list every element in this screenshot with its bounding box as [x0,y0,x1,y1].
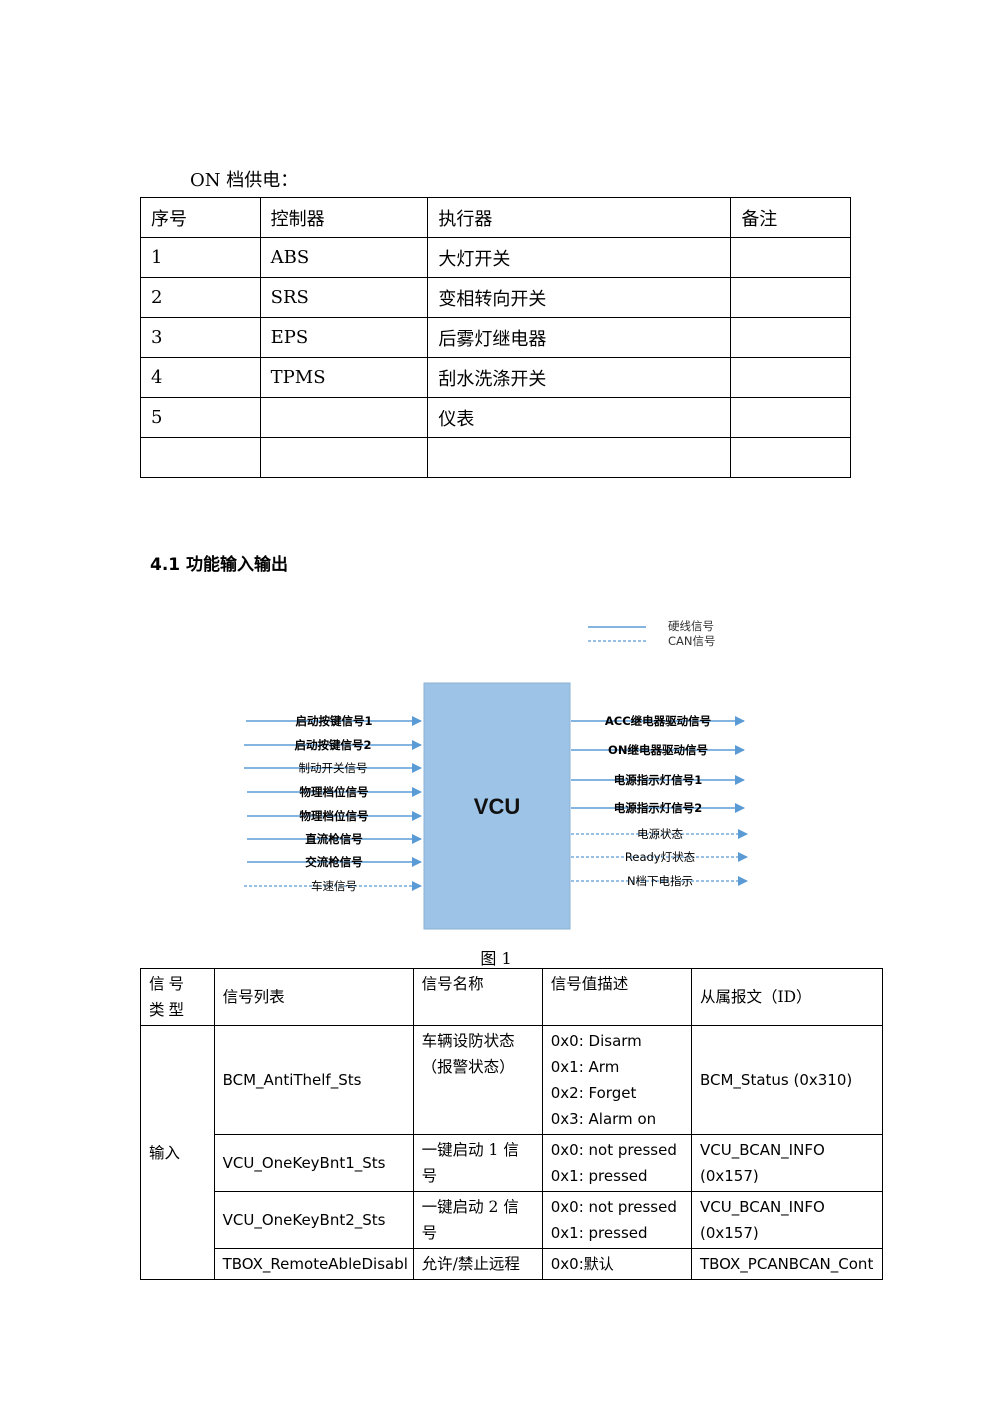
value-line: 0x3: Alarm on [550,1110,657,1128]
value-line: 0x1: pressed [550,1224,648,1242]
output-label: 电源指示灯信号1 [614,773,703,787]
signal-name-cell: 允许/禁止远程 [412,1248,543,1280]
value-line: 0x2: Forget [550,1084,637,1102]
value-line: 0x0: Disarm [550,1032,642,1050]
value-line: 0x0: not pressed [550,1198,677,1216]
vcu-io-diagram: 硬线信号 CAN信号 VCU 启动按键信号1 启动按键信号2 制动开关信号 物理… [244,619,748,930]
input-label: 制动开关信号 [299,761,368,775]
table-cell: 3 [140,317,261,358]
figure-caption: 图 1 [480,949,512,968]
header-cell: 控制器 [259,197,429,238]
value-line: 0x0:默认 [550,1255,614,1273]
table-cell: EPS [259,317,429,358]
table-row [140,437,851,478]
input-label: 车速信号 [311,879,357,893]
signal-values-cell: 0x0: not pressed 0x1: pressed [541,1134,692,1192]
table-row: 4 TPMS 刮水洗涤开关 [140,357,851,398]
table-cell: 5 [140,397,261,438]
input-label: 启动按键信号1 [295,714,372,728]
table-cell [730,357,851,398]
header-cell: 从属报文（ID） [690,968,884,1026]
vcu-block [423,682,571,930]
signal-list-cell: TBOX_RemoteAbleDisabl [213,1248,414,1280]
table-cell [730,237,851,278]
table-cell: 仪表 [427,397,732,438]
signal-list-cell: BCM_AntiThelf_Sts [213,1025,414,1135]
value-line: 0x1: Arm [550,1058,620,1076]
output-label: Ready灯状态 [625,850,696,864]
table-cell: SRS [259,277,429,318]
table-cell [140,437,261,478]
signal-name-cell: 一键启动 2 信号 [412,1191,543,1249]
header-cell: 信号类型 [140,968,215,1026]
section-heading: 4.1 功能输入输出 [150,555,289,575]
signal-list-cell: VCU_OneKeyBnt2_Sts [213,1191,414,1249]
table-cell [730,397,851,438]
output-signals: ACC继电器驱动信号 ON继电器驱动信号 电源指示灯信号1 电源指示灯信号2 电… [571,714,748,888]
message-cell: VCU_BCAN_INFO (0x157) [690,1134,884,1192]
table-row: VCU_OneKeyBnt1_Sts 一键启动 1 信号 0x0: not pr… [141,1134,884,1192]
input-label: 直流枪信号 [305,832,363,846]
power-supply-table: 序号 控制器 执行器 备注 1 ABS 大灯开关 2 SRS 变相转向开关 3 … [140,197,851,478]
table-cell [730,317,851,358]
message-cell: BCM_Status (0x310) [690,1025,884,1135]
intro-text: ON 档供电： [190,170,299,191]
message-cell: TBOX_PCANBCAN_Cont [690,1248,884,1280]
signal-values-cell: 0x0: Disarm 0x1: Arm 0x2: Forget 0x3: Al… [541,1025,692,1135]
table-cell [427,437,732,478]
output-label: ON继电器驱动信号 [608,743,708,757]
table-cell: 大灯开关 [427,237,732,278]
input-label: 物理档位信号 [300,809,369,823]
output-label: N档下电指示 [627,874,693,888]
signal-values-cell: 0x0: not pressed 0x1: pressed [541,1191,692,1249]
header-cell: 序号 [140,197,261,238]
signal-table: 信号类型 信号列表 信号名称 信号值描述 从属报文（ID） 输入 BCM_Ant… [140,968,884,1280]
table-header-row: 信号类型 信号列表 信号名称 信号值描述 从属报文（ID） [140,968,884,1026]
table-cell: 刮水洗涤开关 [427,357,732,398]
legend-hardwire-label: 硬线信号 [668,619,714,633]
output-label: ACC继电器驱动信号 [605,714,711,728]
table-cell: 4 [140,357,261,398]
input-label: 启动按键信号2 [294,738,371,752]
input-signals: 启动按键信号1 启动按键信号2 制动开关信号 物理档位信号 物理档位信号 直流枪… [244,714,422,893]
table-row: 2 SRS 变相转向开关 [140,277,851,318]
table-row: TBOX_RemoteAbleDisabl 允许/禁止远程 0x0:默认 TBO… [141,1248,884,1280]
table-header-row: 序号 控制器 执行器 备注 [140,197,851,238]
header-cell: 信号值描述 [541,968,692,1026]
header-cell: 备注 [730,197,851,238]
table-cell [259,397,429,438]
table-cell [730,437,851,478]
value-line: 0x1: pressed [550,1167,648,1185]
output-label: 电源状态 [637,827,683,841]
table-row: VCU_OneKeyBnt2_Sts 一键启动 2 信号 0x0: not pr… [141,1191,884,1249]
message-cell: VCU_BCAN_INFO (0x157) [690,1191,884,1249]
signal-name-cell: 车辆设防状态（报警状态） [412,1025,543,1135]
table-cell: ABS [259,237,429,278]
vcu-label: VCU [474,794,520,819]
table-cell [730,277,851,318]
table-cell: 2 [140,277,261,318]
table-cell [259,437,429,478]
value-line: 0x0: not pressed [550,1141,677,1159]
header-cell: 执行器 [427,197,732,238]
table-cell: 后雾灯继电器 [427,317,732,358]
input-label: 物理档位信号 [300,785,369,799]
input-label: 交流枪信号 [305,855,363,869]
header-cell: 信号名称 [412,968,543,1026]
table-row: 输入 BCM_AntiThelf_Sts 车辆设防状态（报警状态） 0x0: D… [140,1025,884,1280]
signal-values-cell: 0x0:默认 [541,1248,692,1280]
table-row: 1 ABS 大灯开关 [140,237,851,278]
table-row: 3 EPS 后雾灯继电器 [140,317,851,358]
table-cell: 变相转向开关 [427,277,732,318]
table-cell: TPMS [259,357,429,398]
header-cell: 信号列表 [213,968,414,1026]
table-row: 5 仪表 [140,397,851,438]
signal-name-cell: 一键启动 1 信号 [412,1134,543,1192]
table-cell: 1 [140,237,261,278]
signal-group-cell: 输入 [140,1025,215,1280]
output-label: 电源指示灯信号2 [614,801,703,815]
signal-list-cell: VCU_OneKeyBnt1_Sts [213,1134,414,1192]
legend-can-label: CAN信号 [668,634,716,648]
